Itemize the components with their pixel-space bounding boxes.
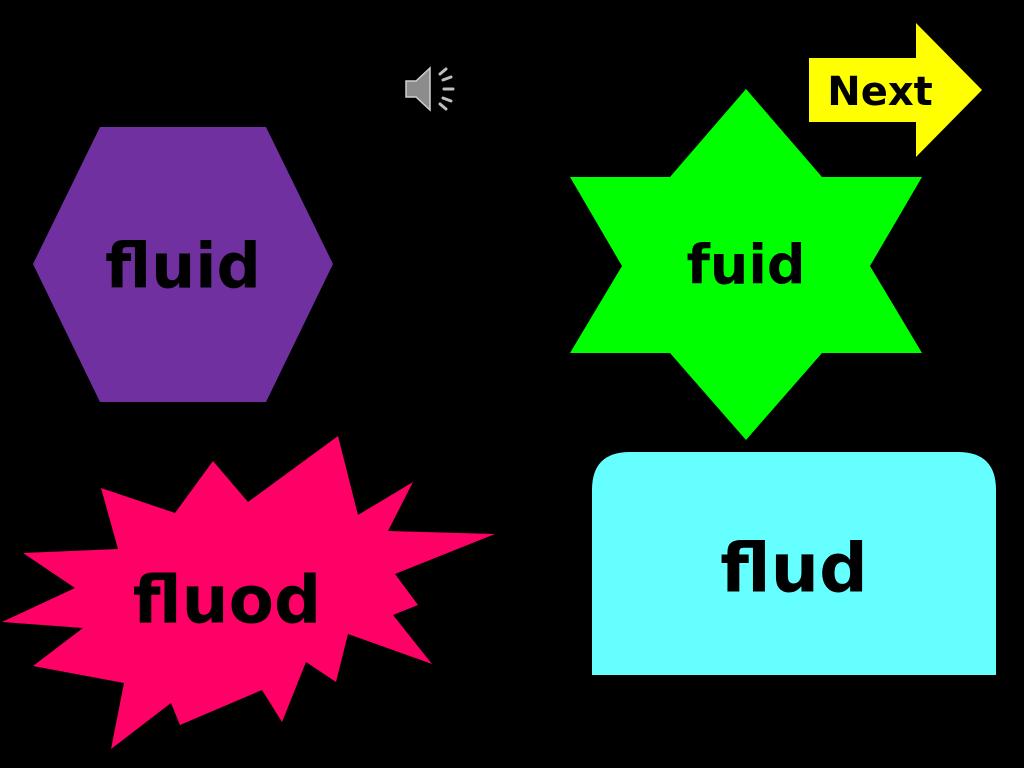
right-arrow-icon [809, 23, 982, 157]
answer-word: fluid [105, 230, 261, 303]
answer-word: flud [720, 530, 868, 609]
answer-fluod-explosion[interactable]: fluod [2, 436, 495, 749]
speaker-icon[interactable] [405, 66, 455, 112]
next-button-label: Next [827, 69, 933, 115]
answer-flud-rectangle[interactable]: flud [592, 452, 996, 675]
answer-fluid-hexagon[interactable]: fluid [33, 127, 333, 402]
answer-word: fluod [133, 562, 322, 639]
answer-word: fuid [686, 234, 805, 297]
next-button[interactable]: Next [809, 23, 982, 157]
answer-fuid-star[interactable]: fuid [570, 89, 922, 440]
